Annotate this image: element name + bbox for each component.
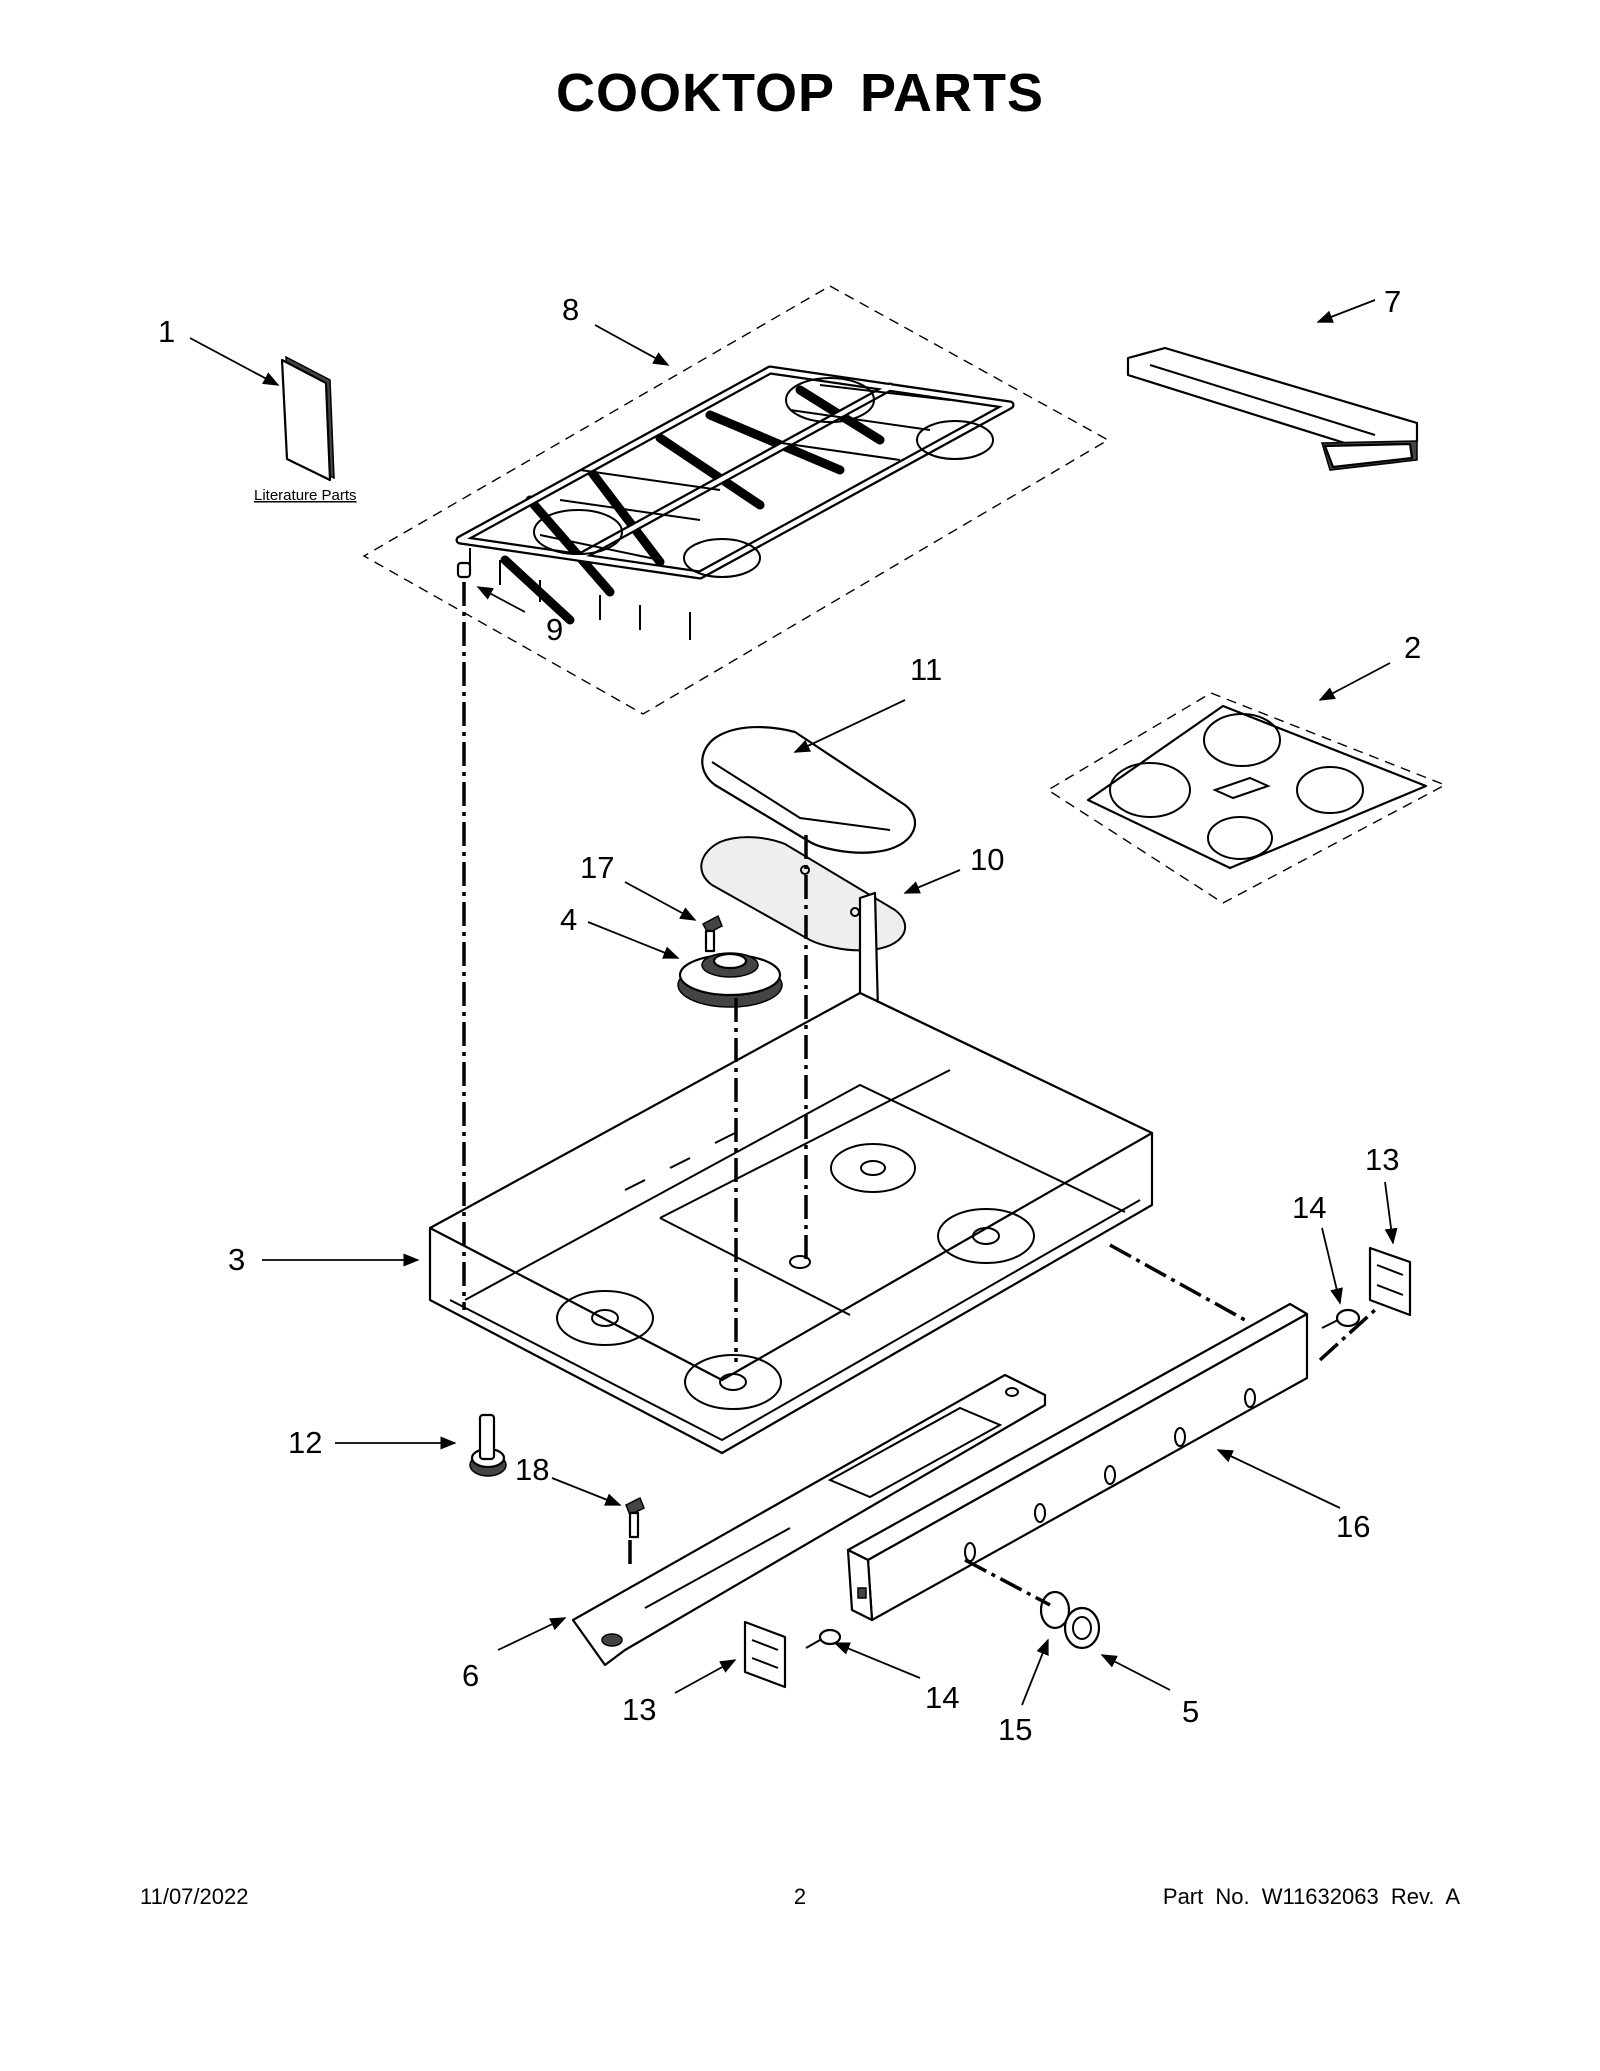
cooktop-main-top-part bbox=[428, 891, 1154, 1455]
brace-screw-part bbox=[625, 1496, 645, 1539]
callout-17: 17 bbox=[580, 850, 614, 885]
griddle-part bbox=[1126, 346, 1419, 471]
control-knob-part bbox=[1063, 1606, 1101, 1650]
callout-5: 5 bbox=[1182, 1694, 1199, 1729]
bracket-screw-part-left bbox=[805, 1628, 842, 1649]
footer-page-number: 2 bbox=[793, 1884, 807, 1909]
callout-13-left: 13 bbox=[622, 1692, 656, 1727]
callout-9: 9 bbox=[546, 612, 563, 647]
callout-2: 2 bbox=[1404, 630, 1421, 665]
callout-14-left: 14 bbox=[925, 1680, 959, 1715]
side-bracket-part-left bbox=[743, 1620, 787, 1689]
callout-12: 12 bbox=[288, 1425, 322, 1460]
callout-13-right: 13 bbox=[1365, 1142, 1399, 1177]
callout-15: 15 bbox=[998, 1712, 1032, 1747]
leveling-leg-part bbox=[469, 1413, 507, 1477]
burner-box-brace-part bbox=[571, 1373, 1047, 1667]
callout-4: 4 bbox=[560, 902, 577, 937]
alignment-lines bbox=[462, 582, 1377, 1607]
callout-labels: 1 2 3 4 5 6 7 8 9 10 11 12 13 13 14 14 1… bbox=[158, 284, 1421, 1747]
callout-1: 1 bbox=[158, 314, 175, 349]
surface-burner-part bbox=[677, 952, 783, 1008]
literature-booklet-part bbox=[280, 355, 335, 482]
footer-part-number: Part No. W11632063 Rev. A bbox=[1162, 1884, 1460, 1909]
callout-11: 11 bbox=[910, 652, 942, 687]
callout-10: 10 bbox=[970, 842, 1004, 877]
side-bracket-part-right bbox=[1368, 1246, 1412, 1317]
callout-14-right: 14 bbox=[1292, 1190, 1326, 1225]
footer-date: 11/07/2022 bbox=[140, 1884, 249, 1909]
bracket-screw-part-right bbox=[1321, 1308, 1361, 1329]
callout-16: 16 bbox=[1336, 1509, 1370, 1544]
callout-arrows bbox=[189, 299, 1398, 1706]
burner-cover-part bbox=[701, 725, 916, 854]
literature-parts-label: Literature Parts bbox=[254, 487, 357, 504]
ceramic-cooktop-part bbox=[1046, 692, 1447, 904]
callout-3: 3 bbox=[228, 1242, 245, 1277]
page-title: COOKTOP PARTS bbox=[555, 63, 1045, 123]
manifold-panel-part bbox=[846, 1302, 1309, 1622]
callout-6: 6 bbox=[462, 1658, 479, 1693]
burner-screw-part bbox=[701, 914, 723, 953]
gas-valve-part bbox=[1039, 1590, 1071, 1630]
callout-18: 18 bbox=[515, 1452, 549, 1487]
callout-7: 7 bbox=[1384, 284, 1401, 319]
callout-8: 8 bbox=[562, 292, 579, 327]
grate-assembly-part bbox=[362, 285, 1110, 715]
